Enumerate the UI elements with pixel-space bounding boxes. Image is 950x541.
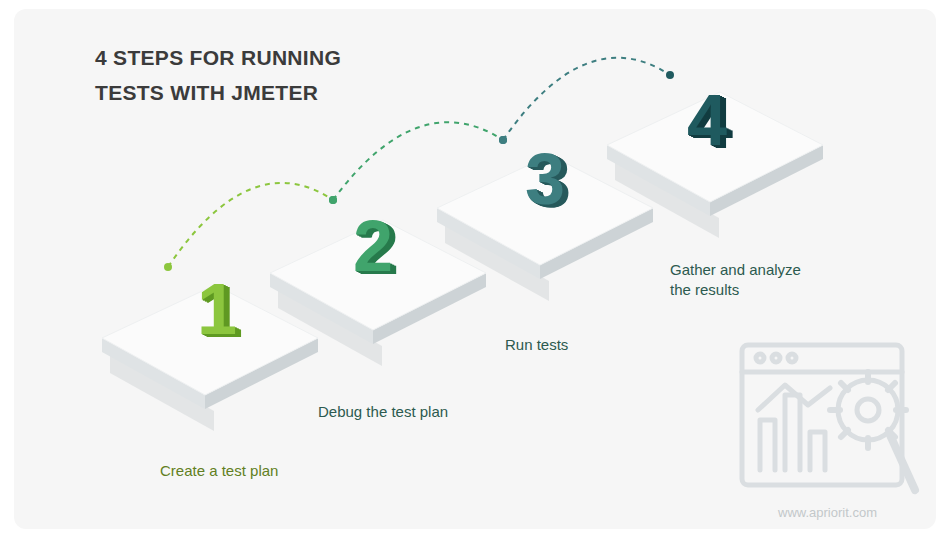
step-caption: Gather and analyze the results <box>670 260 815 300</box>
diagram-title: 4 STEPS FOR RUNNING TESTS WITH JMETER <box>95 40 380 110</box>
step-number: 3 <box>525 143 565 215</box>
connector-dot <box>666 71 674 79</box>
connector-path <box>168 183 333 267</box>
connector-dot <box>499 136 507 144</box>
step-number: 4 <box>687 84 727 156</box>
connector-dot <box>499 136 507 144</box>
connector-dot <box>164 263 172 271</box>
step-caption: Run tests <box>505 335 568 355</box>
connector-path <box>333 122 503 200</box>
watermark: www.apriorit.com <box>778 505 877 520</box>
step-platform: 4Gather and analyze the results <box>605 92 825 227</box>
step-number: 2 <box>353 210 393 282</box>
step-caption: Create a test plan <box>160 461 278 481</box>
connector-dot <box>329 196 337 204</box>
browser-chart-icon <box>742 345 915 490</box>
connector-dot <box>329 196 337 204</box>
step-caption: Debug the test plan <box>318 402 448 422</box>
step-number: 1 <box>197 273 237 345</box>
